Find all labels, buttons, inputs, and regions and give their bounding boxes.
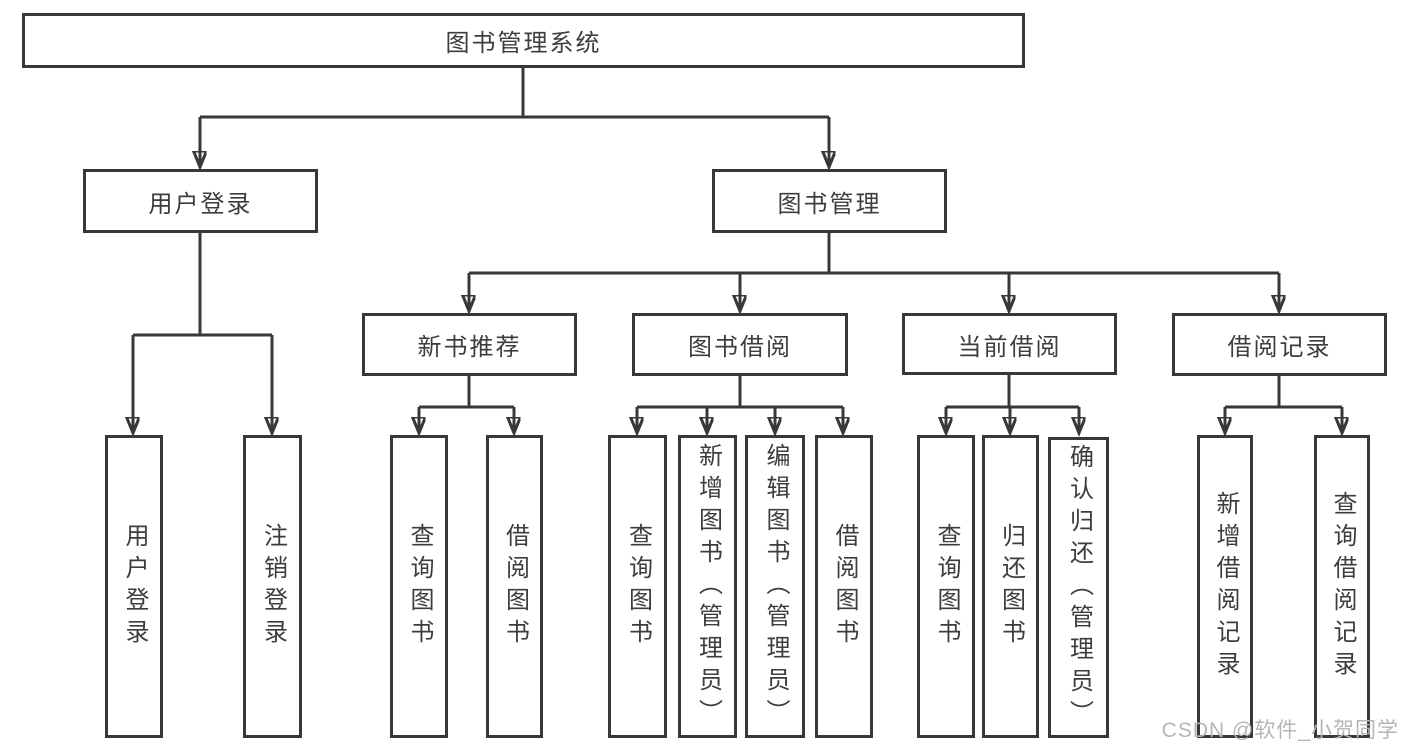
node-book-management: 图书管理 xyxy=(712,169,947,233)
node-new-book-recommend: 新书推荐 xyxy=(362,313,577,376)
leaf-borrow-books-2-label: 借阅图书 xyxy=(831,522,858,651)
user-login-split-line xyxy=(133,233,272,337)
leaf-borrow-books-1-label: 借阅图书 xyxy=(501,522,529,651)
current-borrow-split-line xyxy=(946,375,1079,409)
leaf-query-books-2-label: 查询图书 xyxy=(624,522,652,651)
leaf-return-book: 归还图书 xyxy=(982,435,1039,738)
root-split-line xyxy=(200,68,829,119)
leaf-user-login-label: 用户登录 xyxy=(121,522,148,651)
leaf-edit-book-admin-label: 编辑图书（管理员） xyxy=(762,442,789,731)
leaf-add-book-admin: 新增图书（管理员） xyxy=(678,435,737,738)
leaf-confirm-return-admin-label: 确认归还（管理员） xyxy=(1065,443,1093,732)
node-borrow-records: 借阅记录 xyxy=(1172,313,1387,376)
leaf-query-books-3: 查询图书 xyxy=(917,435,975,738)
leaf-add-book-admin-label: 新增图书（管理员） xyxy=(694,442,722,731)
node-book-borrow: 图书借阅 xyxy=(632,313,848,376)
borrow-records-split-line xyxy=(1225,376,1342,409)
leaf-user-login: 用户登录 xyxy=(105,435,163,738)
node-root-library-system: 图书管理系统 xyxy=(22,13,1025,68)
leaf-add-borrow-record: 新增借阅记录 xyxy=(1197,435,1253,738)
leaf-query-borrow-record: 查询借阅记录 xyxy=(1314,435,1370,738)
leaf-logout-label: 注销登录 xyxy=(259,522,287,651)
new-book-split-line xyxy=(419,376,514,409)
leaf-query-books-1-label: 查询图书 xyxy=(406,522,433,651)
leaf-add-borrow-record-label: 新增借阅记录 xyxy=(1212,490,1239,683)
leaf-query-books-1: 查询图书 xyxy=(390,435,448,738)
leaf-query-books-3-label: 查询图书 xyxy=(933,522,960,651)
leaf-borrow-books-2: 借阅图书 xyxy=(815,435,873,738)
leaf-edit-book-admin: 编辑图书（管理员） xyxy=(745,435,805,738)
leaf-borrow-books-1: 借阅图书 xyxy=(486,435,543,738)
leaf-return-book-label: 归还图书 xyxy=(997,522,1025,651)
book-management-split-line xyxy=(469,233,1279,275)
book-borrow-split-line xyxy=(637,376,843,409)
node-user-login: 用户登录 xyxy=(83,169,318,233)
leaf-query-borrow-record-label: 查询借阅记录 xyxy=(1329,490,1356,683)
leaf-logout: 注销登录 xyxy=(243,435,302,738)
csdn-watermark: CSDN @软件_小贺同学 xyxy=(1161,719,1399,742)
leaf-confirm-return-admin: 确认归还（管理员） xyxy=(1048,437,1109,738)
leaf-query-books-2: 查询图书 xyxy=(608,435,667,738)
node-current-borrow: 当前借阅 xyxy=(902,313,1117,375)
